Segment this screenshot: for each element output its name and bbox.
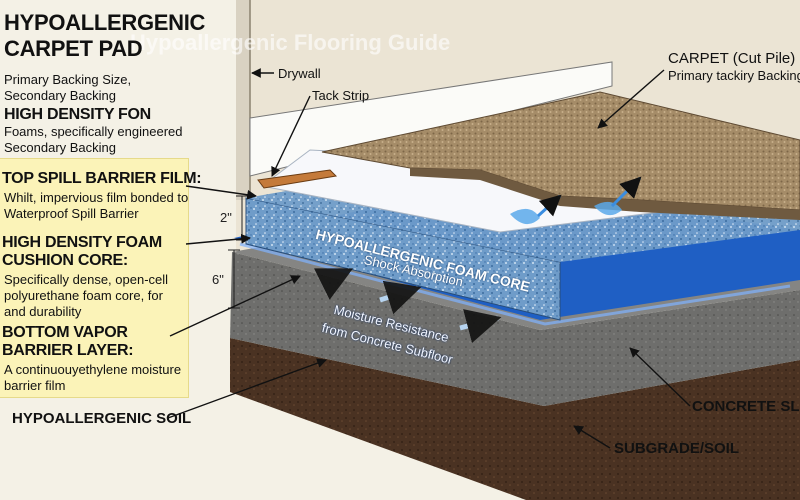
dimension-6in: 6": [212, 272, 224, 287]
vapor-line-2: barrier film: [4, 378, 66, 393]
foam-core-front: [245, 197, 561, 321]
core-line-2: polyurethane foam core, for: [4, 288, 163, 303]
core-title-line-2: CUSHION CORE:: [2, 252, 128, 269]
core-line-3: and durability: [4, 304, 82, 319]
concrete-slab-label: CONCRETE SLAB: [692, 398, 800, 415]
watermark-text: Hypoallergenic Flooring Guide: [130, 30, 451, 55]
vapor-title-line-2: BARRIER LAYER:: [2, 342, 134, 359]
high-density-line-1: Foams, specifically engineered: [4, 124, 183, 139]
drywall-edge: [236, 0, 250, 200]
spill-line-2: Waterproof Spill Barrier: [4, 206, 139, 221]
core-line-1: Specifically dense, open-cell: [4, 272, 169, 287]
subgrade-label: SUBGRADE/SOIL: [614, 440, 740, 457]
backing-line-2: Secondary Backing: [4, 88, 117, 103]
subgrade-layer: [230, 338, 800, 500]
carpet-sub-label: Primary tackiry Backing: [668, 68, 800, 83]
backing-line-1: Primary Backing Size,: [4, 72, 132, 87]
callout-highlight-panel: [0, 158, 189, 398]
spill-title: TOP SPILL BARRIER FILM:: [2, 170, 202, 187]
vapor-line-1: A continuouyethylene moisture: [4, 362, 182, 377]
hypoallergenic-soil-label: HYPOALLERGENIC SOIL: [12, 410, 192, 427]
title-line-2: CARPET PAD: [4, 36, 143, 61]
drywall-label: Drywall: [278, 66, 321, 81]
core-title-line-1: HIGH DENSITY FOAM: [2, 234, 162, 251]
vapor-title-line-1: BOTTOM VAPOR: [2, 324, 128, 341]
title-line-1: HYPOALLERGENIC: [4, 10, 206, 35]
high-density-line-2: Secondary Backing: [4, 140, 117, 155]
carpet-label: CARPET (Cut Pile): [668, 50, 796, 67]
tack-strip-shape: [257, 169, 338, 189]
high-density-title: HIGH DENSITY FON: [4, 106, 151, 123]
spill-line-1: Whilt, impervious film bonded to: [4, 190, 189, 205]
concrete-slab: [230, 252, 800, 406]
dimension-2in: 2": [220, 210, 232, 225]
tack-strip-label: Tack Strip: [312, 88, 370, 103]
